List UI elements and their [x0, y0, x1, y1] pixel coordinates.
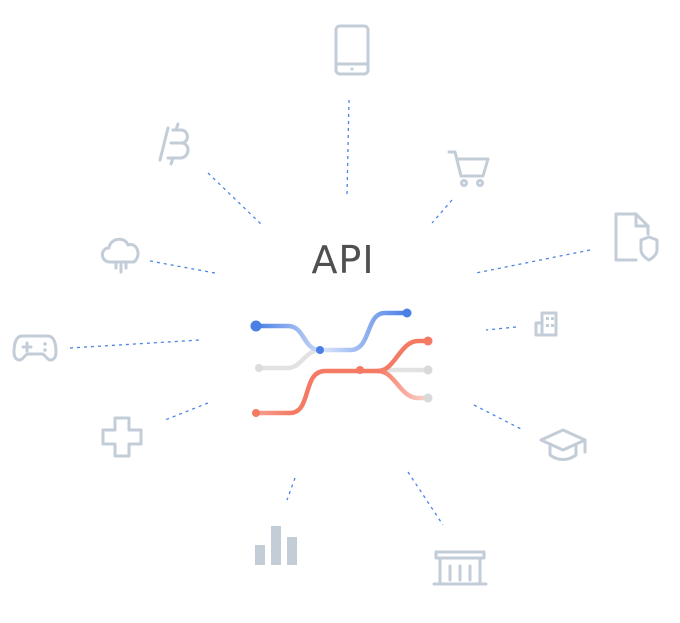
connector-cross: [164, 402, 209, 421]
blue-route-out: [317, 310, 410, 353]
building-icon: [534, 311, 558, 337]
red-end-dot: [423, 336, 433, 346]
gray-route: [256, 347, 321, 371]
connector-phone: [346, 99, 350, 196]
blue-route-in: [253, 323, 323, 353]
gray-start-dot: [255, 364, 263, 372]
bitcoin-icon: [158, 122, 190, 166]
gray-end-dot-2: [423, 393, 433, 403]
connector-lines: [69, 99, 591, 526]
document-shield-icon: [614, 212, 659, 262]
connector-building: [485, 326, 517, 331]
api-routing-graphic: [250, 308, 433, 417]
bar-chart-icon: [255, 526, 297, 565]
blue-junction-dot: [316, 346, 324, 354]
gamepad-icon: [12, 334, 58, 362]
connector-cap: [473, 404, 524, 431]
gray-end-dot-1: [423, 365, 433, 375]
blue-end-dot: [402, 308, 412, 318]
medical-cross-icon: [101, 416, 143, 458]
red-route: [253, 368, 381, 416]
shopping-cart-icon: [447, 150, 490, 187]
connector-bitcoin: [207, 172, 263, 226]
connector-cloud: [149, 260, 216, 274]
bank-icon: [432, 550, 488, 586]
red-junction-dot: [356, 366, 364, 374]
red-start-dot: [252, 409, 260, 417]
cloud-data-icon: [100, 237, 140, 274]
graduation-cap-icon: [539, 428, 587, 461]
blue-start-dot: [250, 320, 262, 332]
red-branch-down: [375, 368, 431, 401]
connector-document: [475, 249, 591, 274]
mobile-phone-icon: [334, 24, 370, 76]
api-title: API: [311, 238, 375, 282]
red-branch-up: [375, 338, 431, 374]
connector-cart: [431, 199, 453, 224]
connector-bank: [407, 471, 444, 526]
connector-gamepad: [69, 339, 201, 349]
connector-chart: [286, 477, 296, 501]
